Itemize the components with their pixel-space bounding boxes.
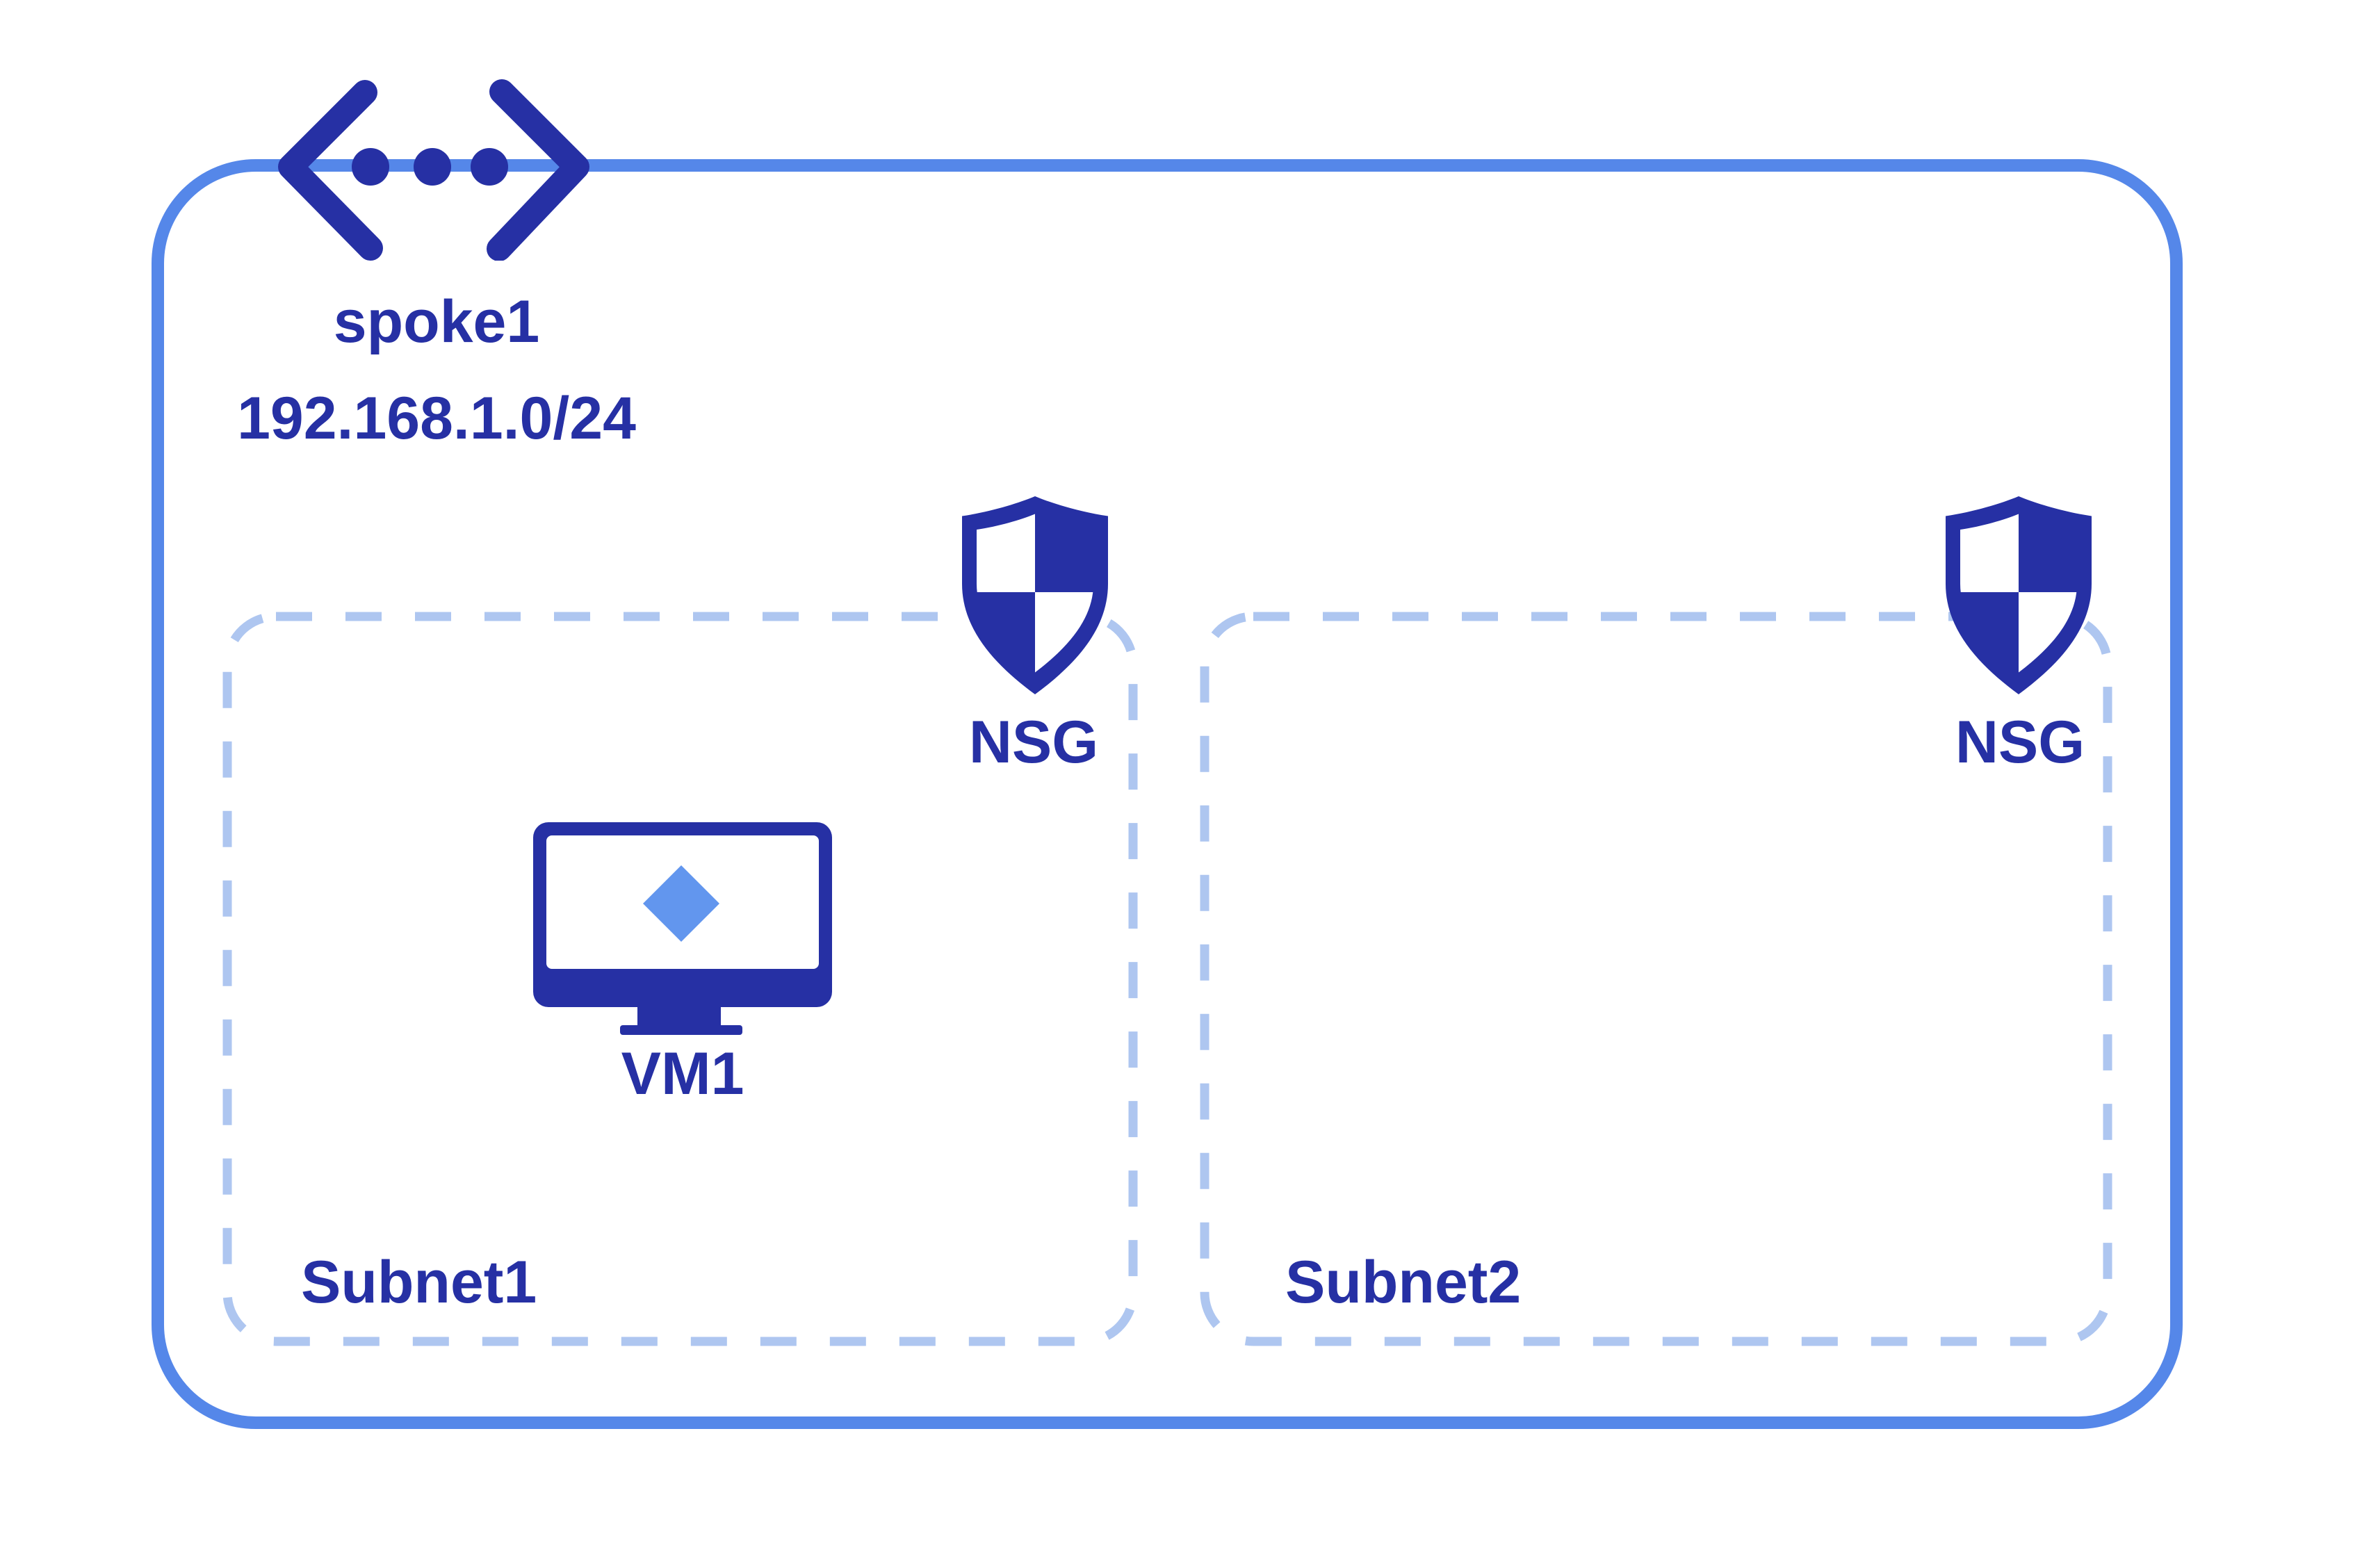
virtual-network-icon bbox=[278, 79, 589, 261]
vm-monitor-icon bbox=[533, 822, 832, 1035]
vm-label: VM1 bbox=[621, 1040, 744, 1107]
vnet-cidr: 192.168.1.0/24 bbox=[237, 385, 636, 452]
nsg-label-subnet1: NSG bbox=[968, 709, 1099, 776]
nsg-shield-icon bbox=[1929, 492, 2108, 701]
nsg-label-subnet2: NSG bbox=[1955, 709, 2085, 776]
subnet2-boundary bbox=[1200, 612, 2112, 1346]
vnet-boundary bbox=[152, 159, 2183, 1429]
vnet-name: spoke1 bbox=[333, 288, 540, 355]
nsg-shield-icon bbox=[945, 492, 1125, 701]
vm-diamond bbox=[643, 865, 719, 942]
subnet2-label: Subnet2 bbox=[1285, 1249, 1522, 1316]
vnet-title: spoke1 192.168.1.0/24 bbox=[124, 274, 749, 467]
subnet1-boundary bbox=[222, 612, 1138, 1346]
subnet1-label: Subnet1 bbox=[301, 1249, 537, 1316]
